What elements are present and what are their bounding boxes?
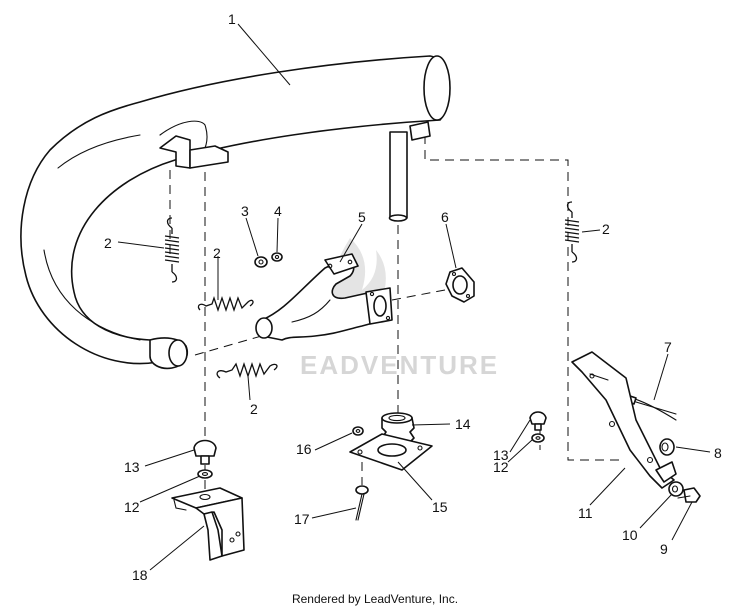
exhaust-manifold xyxy=(255,253,393,341)
callout-1: 1 xyxy=(228,11,236,27)
gasket xyxy=(445,267,475,303)
washer-right xyxy=(531,433,545,443)
spacer xyxy=(668,481,684,497)
callout-2-center-lower: 2 xyxy=(250,401,258,417)
screw xyxy=(355,485,369,521)
left-bracket xyxy=(171,487,245,561)
grommet xyxy=(659,438,675,456)
bolt xyxy=(677,487,701,503)
callout-8: 8 xyxy=(714,445,722,461)
render-credit: Rendered by LeadVenture, Inc. xyxy=(291,592,459,606)
lock-washer xyxy=(352,426,364,436)
callout-2-right: 2 xyxy=(602,221,610,237)
callout-17: 17 xyxy=(294,511,310,527)
callout-5: 5 xyxy=(358,209,366,225)
spring-center-upper xyxy=(197,295,254,313)
callout-10: 10 xyxy=(622,527,638,543)
callout-6: 6 xyxy=(441,209,449,225)
rubber-mount-right xyxy=(529,411,547,431)
leader-lines xyxy=(117,23,711,571)
callout-15: 15 xyxy=(432,499,448,515)
callout-18: 18 xyxy=(132,567,148,583)
callout-11: 11 xyxy=(578,505,593,521)
callout-4: 4 xyxy=(274,203,282,219)
muffler-silencer xyxy=(20,55,451,370)
callout-16: 16 xyxy=(296,441,312,457)
callout-13-left: 13 xyxy=(124,459,140,475)
spring-center-lower xyxy=(216,361,278,379)
rubber-mount-left xyxy=(193,439,217,465)
mounting-plate xyxy=(349,433,433,471)
callout-2-left: 2 xyxy=(104,235,112,251)
callout-labels: 1 2 2 2 2 3 4 5 6 7 8 9 10 11 12 12 13 1… xyxy=(104,11,722,583)
watermark-text: EADVENTURE xyxy=(300,350,499,380)
washer xyxy=(271,252,283,262)
spring-right-vertical xyxy=(564,201,580,263)
callout-7: 7 xyxy=(664,339,672,355)
callout-2-center-upper: 2 xyxy=(213,245,221,261)
washer-left xyxy=(197,469,213,479)
hidden-lines xyxy=(169,135,622,498)
callout-9: 9 xyxy=(660,541,668,557)
callout-14: 14 xyxy=(455,416,471,432)
callout-13-right: 13 xyxy=(493,447,509,463)
spring-left-vertical xyxy=(164,217,180,283)
callout-3: 3 xyxy=(241,203,249,219)
right-bracket xyxy=(571,351,677,489)
callout-12-left: 12 xyxy=(124,499,140,515)
callout-12-right: 12 xyxy=(493,459,509,475)
nut xyxy=(254,256,268,268)
